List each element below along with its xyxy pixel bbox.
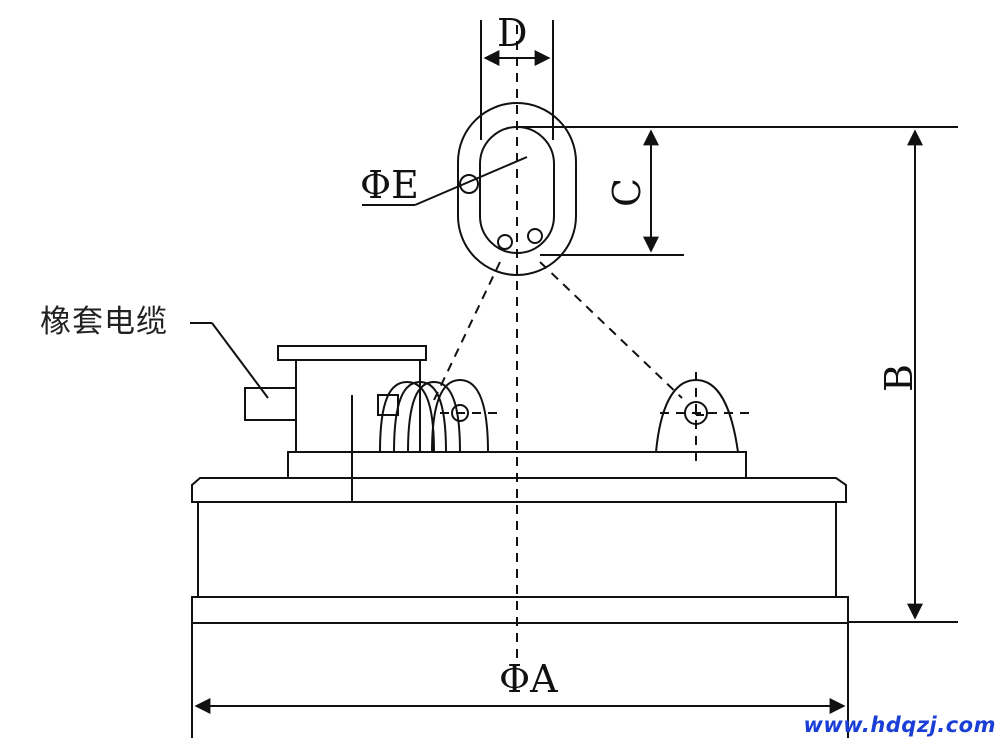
left-lug-pin <box>451 404 469 422</box>
sling-right-dashed <box>539 261 683 399</box>
label-b: B <box>877 364 921 392</box>
junction-box-lid <box>277 345 427 361</box>
magnet-base-flange <box>191 596 849 624</box>
shackle-pin-left <box>497 234 513 250</box>
website-watermark[interactable]: www.hdqzj.com <box>803 713 996 737</box>
label-c: C <box>605 178 649 207</box>
cable-gland <box>244 387 297 421</box>
shackle-outer <box>457 102 577 276</box>
cable-leader-line <box>211 322 269 399</box>
e-leader-line <box>414 156 528 206</box>
label-e: ΦE <box>360 163 419 207</box>
shackle-pin-right <box>527 228 543 244</box>
chain-loop-1 <box>379 380 435 453</box>
left-lifting-lug <box>431 378 489 453</box>
cable-label: 橡套电缆 <box>40 304 168 340</box>
sling-left-dashed <box>433 261 501 401</box>
junction-box <box>295 359 421 453</box>
e-leader-marker <box>459 174 479 194</box>
label-a: ΦA <box>499 657 558 701</box>
label-d: D <box>497 11 527 55</box>
magnet-top-plate <box>191 477 847 503</box>
magnet-body <box>197 501 837 598</box>
